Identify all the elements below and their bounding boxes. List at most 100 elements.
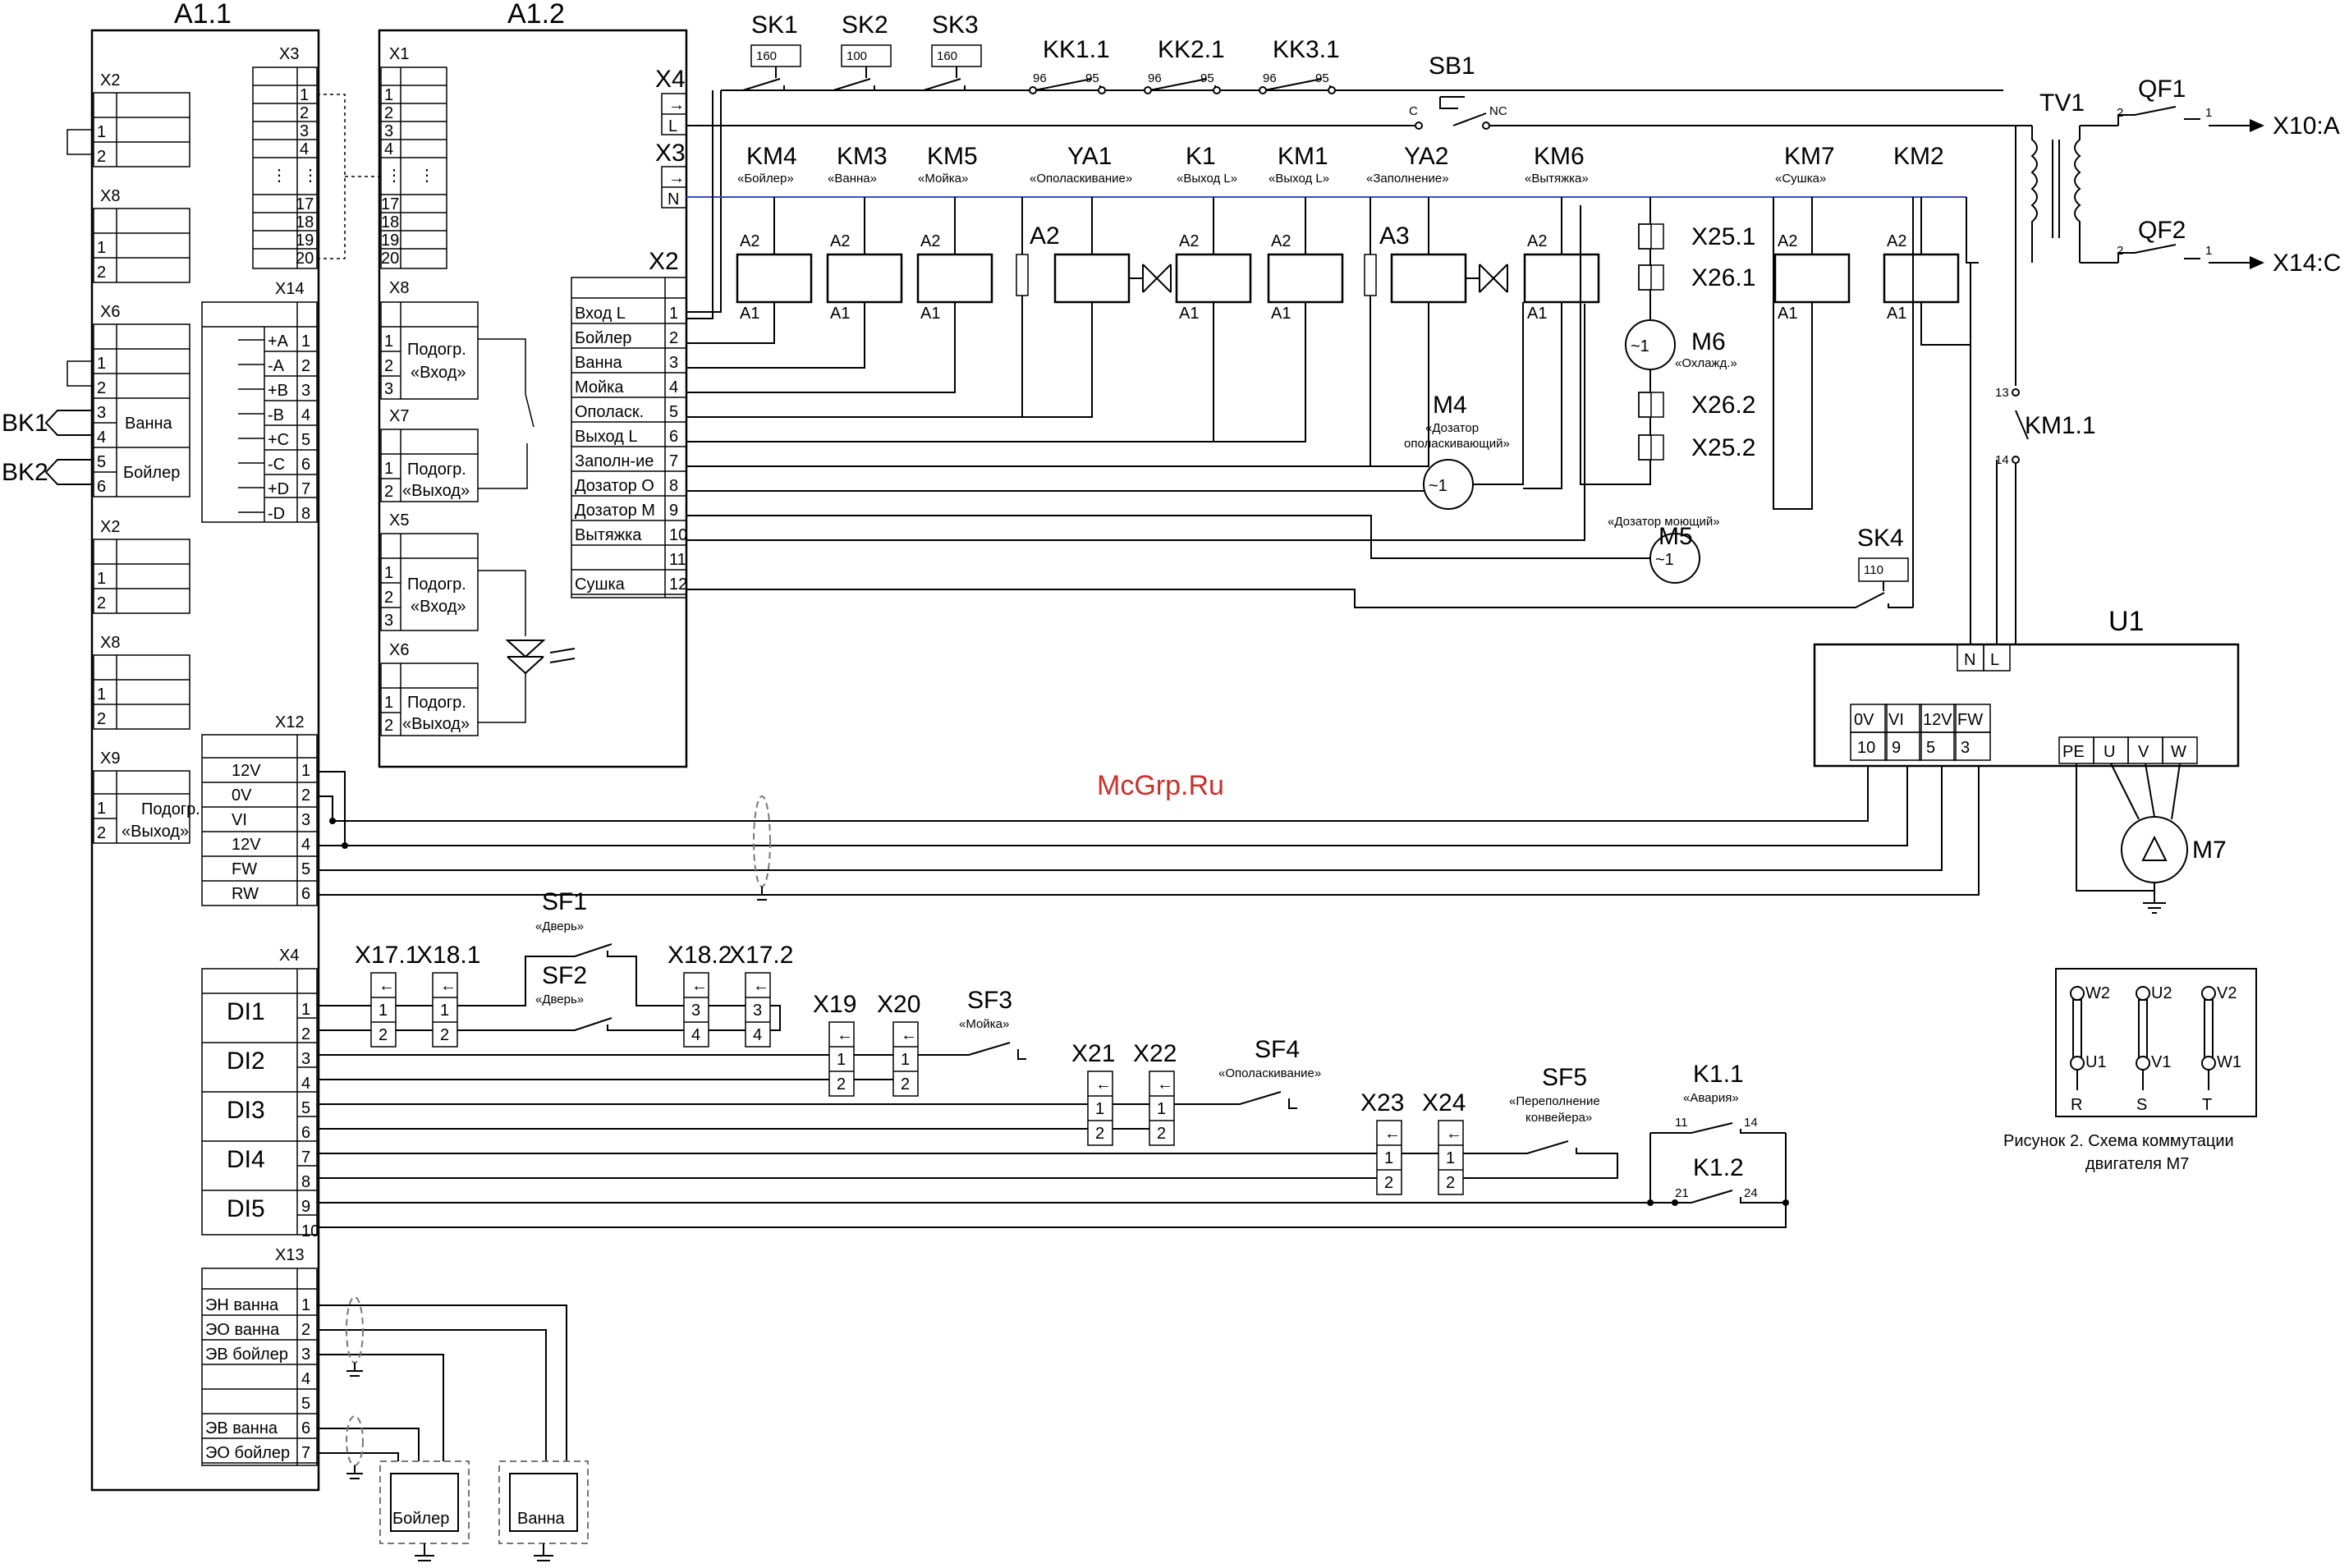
x181-label: X18.1 xyxy=(416,942,480,969)
svg-text:6: 6 xyxy=(301,456,310,474)
a11-x13-label: X13 xyxy=(275,1246,305,1264)
x2-pin-3: Ванна xyxy=(575,354,623,372)
k1-label: K1 xyxy=(1186,143,1216,170)
svg-text:2: 2 xyxy=(97,148,106,166)
a12-x6-p2: «Выход» xyxy=(402,715,470,733)
svg-text:9: 9 xyxy=(301,1198,310,1216)
a11-vanna: Ванна xyxy=(125,415,173,433)
svg-text:1: 1 xyxy=(301,1296,310,1314)
sf4-desc: «Ополаскивание» xyxy=(1218,1066,1321,1080)
u1-pin-0v: 0V xyxy=(1854,711,1874,729)
svg-text:2: 2 xyxy=(669,329,678,347)
km2-a2: A2 xyxy=(1887,232,1906,250)
svg-text:1: 1 xyxy=(97,570,106,588)
mc-u2: U2 xyxy=(2151,984,2172,1002)
a12-l: L xyxy=(668,117,677,135)
qf1-t1: 1 xyxy=(2205,106,2212,120)
svg-text:→: → xyxy=(668,96,685,114)
x14-pin-5: +C xyxy=(268,431,289,449)
x13-pin-3: ЭВ бойлер xyxy=(205,1346,288,1364)
svg-text:4: 4 xyxy=(384,140,393,158)
sf4-label: SF4 xyxy=(1255,1036,1300,1063)
svg-text:2: 2 xyxy=(97,710,106,728)
svg-text:2: 2 xyxy=(301,357,310,375)
a12-title: A1.2 xyxy=(507,0,565,30)
svg-text:1: 1 xyxy=(301,332,310,351)
svg-text:2: 2 xyxy=(384,717,393,735)
svg-text:1: 1 xyxy=(97,239,106,257)
svg-text:3: 3 xyxy=(384,380,393,398)
kk11-label: KK1.1 xyxy=(1043,36,1110,63)
km3-a2: A2 xyxy=(830,232,850,250)
u1-u: U xyxy=(2104,743,2115,761)
svg-text:6: 6 xyxy=(669,428,678,446)
svg-text:12: 12 xyxy=(669,575,687,594)
svg-text:5: 5 xyxy=(669,403,678,421)
svg-text:4: 4 xyxy=(301,1370,310,1388)
a12-x6-label: X6 xyxy=(389,641,409,659)
m7-label: M7 xyxy=(2192,837,2227,864)
sf1-label: SF1 xyxy=(542,888,587,915)
a11-title: A1.1 xyxy=(174,0,232,30)
svg-text:←: ← xyxy=(691,977,708,995)
km1-label: KM1 xyxy=(1278,143,1328,170)
heater-vanna: Ванна xyxy=(517,1510,566,1528)
bk2-label: BK2 xyxy=(2,459,48,486)
m4-desc2: ополаскивающий» xyxy=(1404,437,1510,451)
mc-w2: W2 xyxy=(2085,984,2110,1002)
a11-x12-label: X12 xyxy=(275,713,305,731)
svg-text:2: 2 xyxy=(384,104,393,122)
svg-text:←: ← xyxy=(901,1026,917,1044)
sf5-label: SF5 xyxy=(1542,1064,1587,1091)
x21-label: X21 xyxy=(1071,1040,1115,1067)
a12-x8-label: X8 xyxy=(389,279,409,297)
suppressors: A2 A3 xyxy=(1016,222,1410,296)
svg-text:3: 3 xyxy=(301,1346,310,1364)
u1-l: L xyxy=(1990,651,1999,669)
a12-x1-label: X1 xyxy=(389,45,409,63)
svg-text:→: → xyxy=(668,169,685,187)
svg-text:1: 1 xyxy=(300,86,309,104)
km11-label: KM1.1 xyxy=(2025,412,2096,439)
kk11-t95: 95 xyxy=(1085,71,1099,85)
ya1-label: YA1 xyxy=(1067,143,1112,170)
k11-label: K1.1 xyxy=(1693,1061,1744,1088)
svg-text:9: 9 xyxy=(669,502,678,520)
svg-text:17: 17 xyxy=(381,195,399,213)
x14c-label: X14:C xyxy=(2273,250,2341,277)
x24-label: X24 xyxy=(1422,1089,1466,1116)
sf3-label: SF3 xyxy=(967,987,1012,1014)
m4-label: M4 xyxy=(1433,392,1467,419)
u1-pin-vi: VI xyxy=(1888,711,1904,729)
sk2-rating: 100 xyxy=(846,49,867,63)
svg-text:3: 3 xyxy=(691,1002,700,1020)
u1-pe: PE xyxy=(2062,743,2085,761)
u1-pin-12v: 12V xyxy=(1923,711,1952,729)
svg-text:1: 1 xyxy=(901,1051,910,1069)
km6-label: KM6 xyxy=(1534,143,1585,170)
a12-x4-label: X4 xyxy=(655,66,686,93)
svg-text:18: 18 xyxy=(296,213,314,232)
mc-u1: U1 xyxy=(2085,1053,2107,1071)
m6-desc: «Охлажд.» xyxy=(1675,356,1737,370)
m5-desc: «Дозатор моющий» xyxy=(1608,515,1720,529)
svg-text:4: 4 xyxy=(691,1026,700,1044)
svg-text:3: 3 xyxy=(753,1002,762,1020)
svg-text:6: 6 xyxy=(301,1124,310,1142)
svg-text:2: 2 xyxy=(901,1075,910,1093)
k11-t11: 11 xyxy=(1675,1116,1688,1130)
x12-pin-3: VI xyxy=(232,811,247,829)
sf2-desc: «Дверь» xyxy=(535,993,584,1006)
k1-a2: A2 xyxy=(1179,232,1199,250)
svg-text:←: ← xyxy=(837,1026,853,1044)
svg-text:3: 3 xyxy=(301,811,310,829)
sb1-c: C xyxy=(1409,104,1418,118)
svg-text:20: 20 xyxy=(381,250,399,268)
km7-a1: A1 xyxy=(1778,305,1797,323)
di-5: DI5 xyxy=(227,1195,265,1222)
a11-x8a-label: X8 xyxy=(100,187,120,205)
sf3-desc: «Мойка» xyxy=(959,1017,1009,1031)
x2-pin-10: Вытяжка xyxy=(575,526,642,544)
a12-x5-p1: Подогр. xyxy=(407,575,466,594)
